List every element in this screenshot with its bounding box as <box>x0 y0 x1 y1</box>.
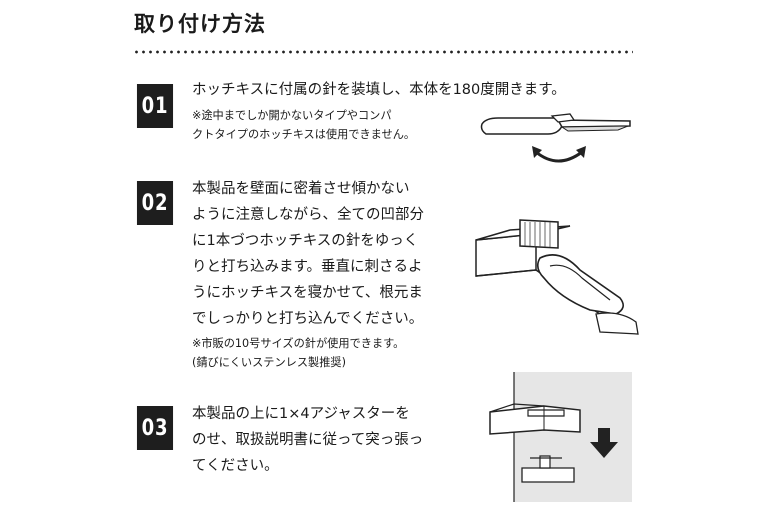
step-number-02: 02 <box>136 181 174 225</box>
dotted-divider <box>133 50 633 54</box>
step-02-note-2: (錆びにくいステンレス製推奨) <box>192 356 346 369</box>
step-number-03: 03 <box>136 406 174 450</box>
step-01-line-1: ホッチキスに付属の針を装填し、本体を180度開きます。 <box>192 82 566 98</box>
step-03-line-1: 本製品の上に1×4アジャスターを <box>192 406 410 422</box>
step-02-line-2: ように注意しながら、全ての凹部分 <box>192 207 424 223</box>
step-02-line-1: 本製品を壁面に密着させ傾かない <box>192 181 410 197</box>
step-02-note-1: ※市販の10号サイズの針が使用できます。 <box>192 337 405 350</box>
step-02-line-3: に1本づつホッチキスの針をゆっく <box>192 233 419 249</box>
step-02-line-6: でしっかりと打ち込んでください。 <box>192 311 424 327</box>
stapler-insert-illustration <box>475 219 639 335</box>
stapler-open-illustration <box>480 113 631 163</box>
step-02-line-5: うにホッチキスを寝かせて、根元ま <box>192 285 423 301</box>
step-03-line-2: のせ、取扱説明書に従って突っ張っ <box>192 432 424 448</box>
step-number-01: 01 <box>136 84 174 128</box>
step-02-line-4: りと打ち込みます。垂直に刺さるよ <box>192 259 423 275</box>
step-01-note-1: ※途中までしか開かないタイプやコンパ <box>192 109 392 122</box>
adjuster-mount-illustration <box>489 372 632 502</box>
step-01-note-2: クトタイプのホッチキスは使用できません。 <box>192 128 416 141</box>
page-title: 取り付け方法 <box>134 12 266 36</box>
step-03-line-3: てください。 <box>192 458 279 474</box>
